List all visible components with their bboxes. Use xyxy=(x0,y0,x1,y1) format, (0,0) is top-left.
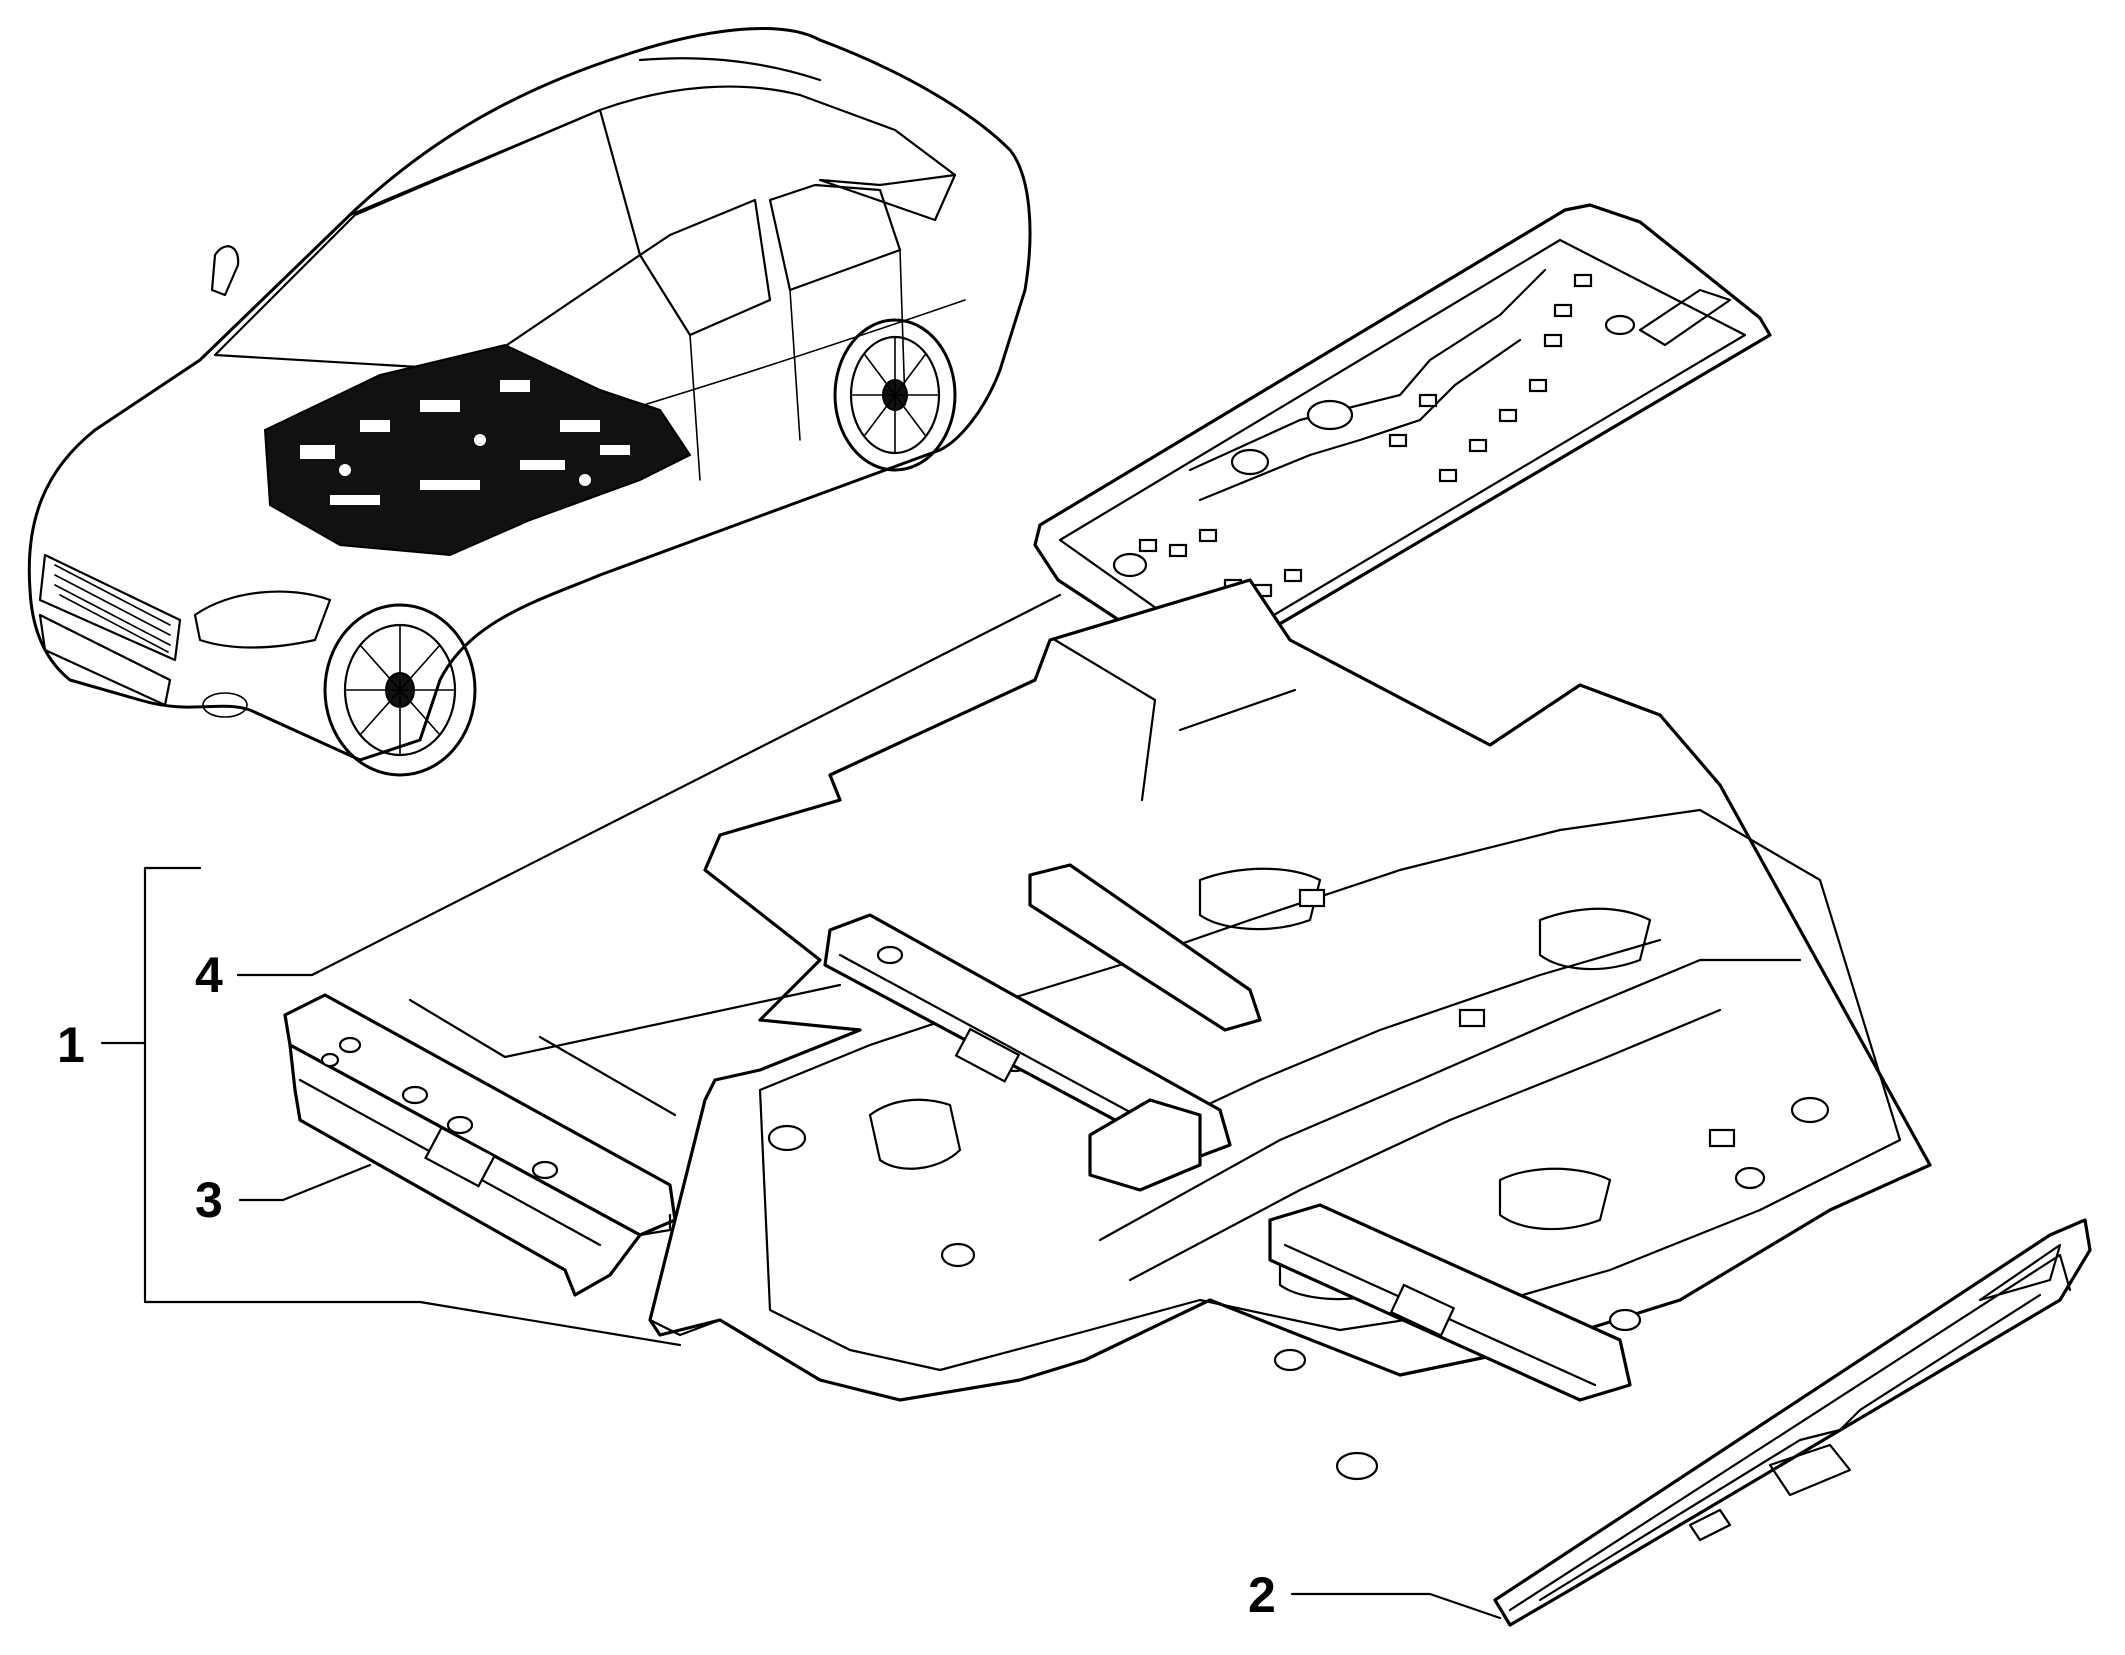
leader-lines xyxy=(100,593,1502,1620)
rear-floor-panel xyxy=(1033,203,1772,672)
crossmember xyxy=(283,993,677,1297)
side-sill-reinforcement xyxy=(1493,1218,2092,1627)
callout-2: 2 xyxy=(1248,1567,1276,1623)
callout-3: 3 xyxy=(195,1172,223,1228)
callout-1: 1 xyxy=(57,1017,85,1073)
car-overview-illustration xyxy=(27,27,1032,777)
callout-4: 4 xyxy=(195,947,223,1003)
floor-pan-assembly xyxy=(648,578,1932,1481)
